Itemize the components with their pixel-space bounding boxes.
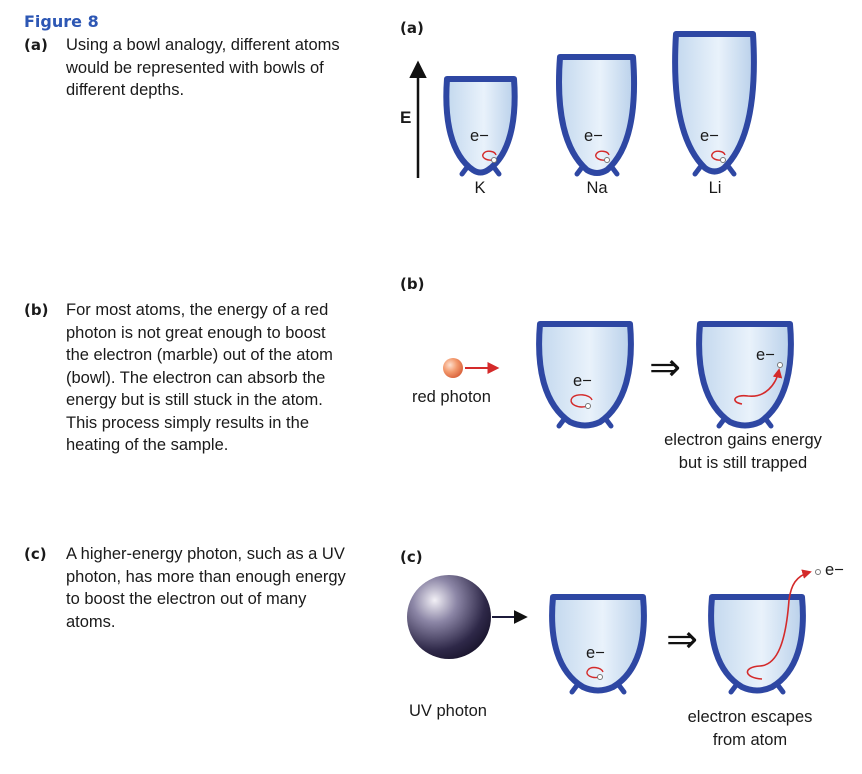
caption-b-text: For most atoms, the energy of a red phot…	[66, 301, 333, 454]
figure-title: Figure 8	[24, 12, 99, 31]
electron-label-b-before: e−	[573, 372, 592, 390]
electron-label-na: e−	[584, 127, 603, 145]
uv-photon-icon	[407, 575, 491, 659]
caption-b: (b) For most atoms, the energy of a red …	[24, 299, 349, 457]
electron-label-k: e−	[470, 127, 489, 145]
result-c-line2: from atom	[712, 731, 788, 749]
implies-arrow-icon: ⇒	[649, 347, 681, 389]
red-photon-label: red photon	[412, 388, 491, 406]
caption-c-text: A higher-energy photon, such as a UV pho…	[66, 545, 346, 631]
bowl-b-before	[536, 321, 634, 429]
panel-b-label: (b)	[400, 275, 425, 293]
electron-label-c-escaped: e−	[825, 561, 844, 579]
electron-label-c-before: e−	[586, 644, 605, 662]
result-b-line2: but is still trapped	[678, 454, 808, 472]
bowl-c-before	[549, 594, 647, 695]
red-photon-icon	[443, 358, 463, 378]
panel-c-label: (c)	[400, 548, 423, 566]
electron-path-trapped	[734, 368, 783, 405]
energy-axis-label: E	[400, 108, 412, 127]
result-c-line1: electron escapes	[687, 708, 813, 726]
electron-path-escape	[746, 569, 812, 680]
caption-a: (a) Using a bowl analogy, different atom…	[24, 34, 349, 102]
caption-c: (c) A higher-energy photon, such as a UV…	[24, 543, 349, 633]
bowl-li	[672, 31, 757, 177]
bowl-b-after	[696, 321, 794, 429]
bowl-c-after	[708, 569, 821, 695]
caption-c-label: (c)	[24, 545, 47, 563]
electron-label-li: e−	[700, 127, 719, 145]
bowl-label-k: K	[474, 179, 486, 197]
caption-a-text: Using a bowl analogy, different atoms wo…	[66, 36, 340, 99]
bowl-label-na: Na	[586, 179, 608, 197]
result-b-line1: electron gains energy	[664, 431, 822, 449]
bowl-na	[556, 54, 638, 177]
caption-a-label: (a)	[24, 36, 48, 54]
uv-photon-label: UV photon	[409, 702, 487, 720]
caption-b-label: (b)	[24, 301, 49, 319]
implies-arrow-icon-c: ⇒	[666, 619, 698, 661]
electron-label-b-after: e−	[756, 346, 775, 364]
panel-a-label: (a)	[400, 19, 424, 37]
bowl-k	[443, 76, 518, 177]
bowl-label-li: Li	[708, 179, 722, 197]
